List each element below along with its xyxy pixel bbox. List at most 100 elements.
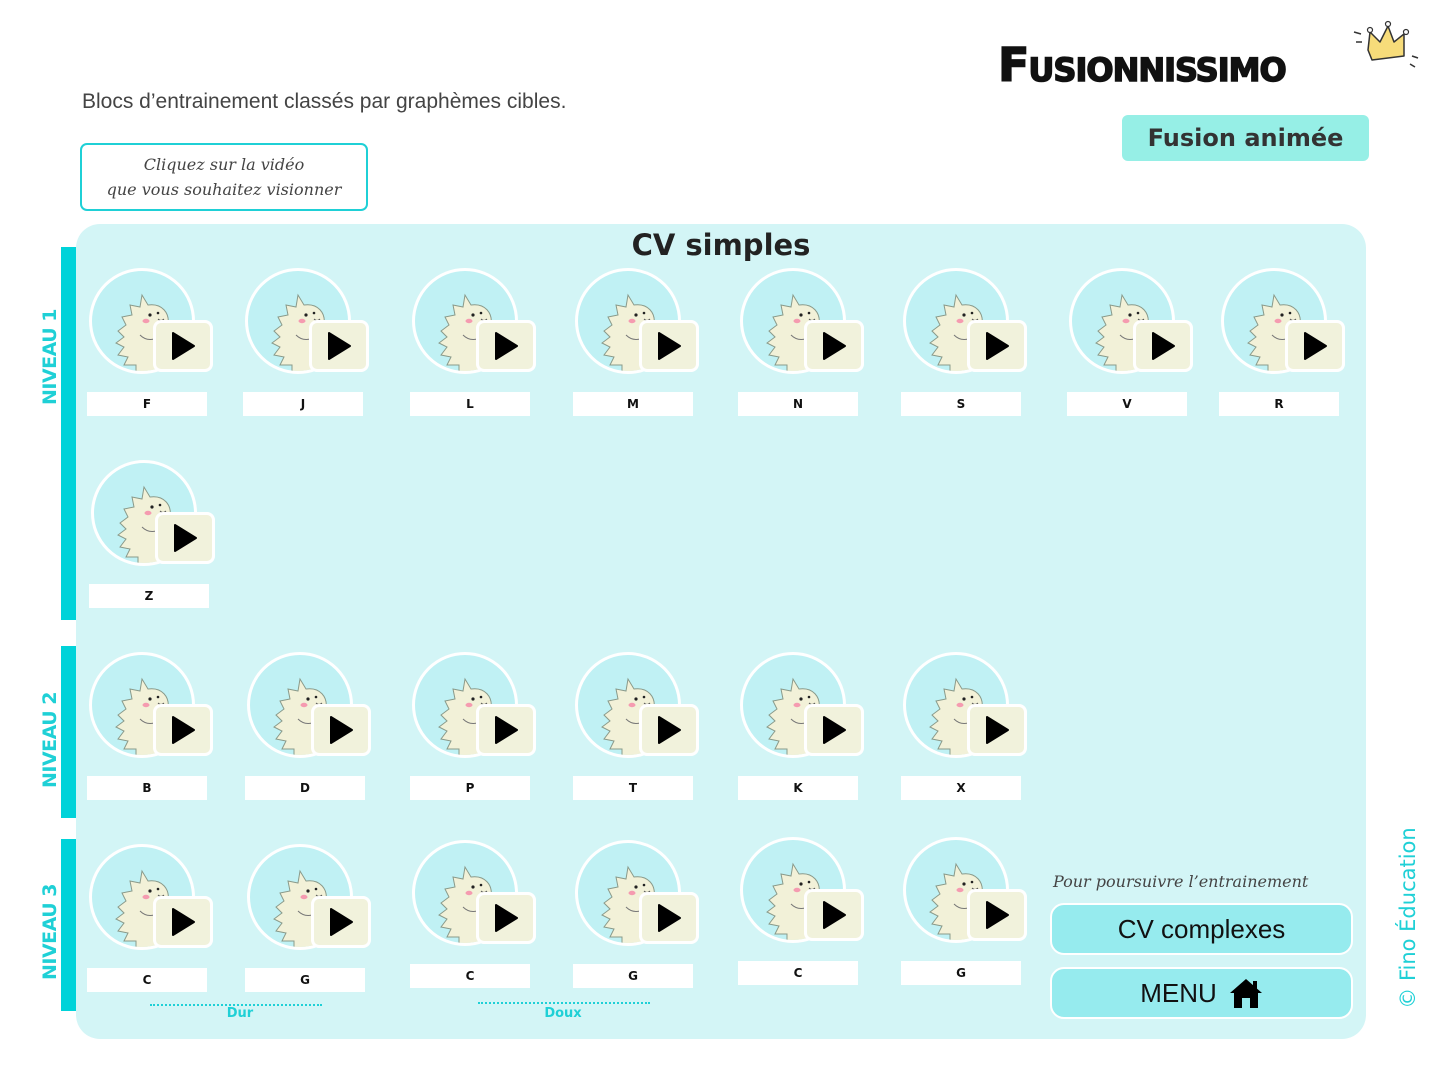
grapheme-label: Z — [89, 584, 209, 608]
play-icon — [823, 716, 846, 744]
cv-complexes-button[interactable]: CV complexes — [1050, 903, 1353, 955]
cv-complexes-label: CV complexes — [1117, 913, 1286, 944]
level-2-label: NIVEAU 2 — [39, 691, 61, 789]
play-button[interactable] — [967, 320, 1027, 372]
video-tile-level3-g[interactable]: G — [573, 840, 700, 990]
grapheme-label: M — [573, 392, 693, 416]
play-button[interactable] — [639, 892, 699, 944]
grapheme-label: T — [573, 776, 693, 800]
grapheme-label: F — [87, 392, 207, 416]
video-tile-level1-l[interactable]: L — [410, 268, 537, 418]
level-3-label: NIVEAU 3 — [39, 883, 61, 981]
play-button[interactable] — [311, 896, 371, 948]
hint-line-2: que vous souhaitez visionner — [106, 180, 342, 199]
play-icon — [986, 332, 1009, 360]
play-button[interactable] — [639, 320, 699, 372]
play-icon — [495, 332, 518, 360]
play-icon — [330, 908, 353, 936]
play-icon — [1152, 332, 1175, 360]
group-label-dur: Dur — [226, 1006, 254, 1021]
grapheme-label: V — [1067, 392, 1187, 416]
video-tile-level1-s[interactable]: S — [901, 268, 1028, 418]
video-tile-level1-f[interactable]: F — [87, 268, 214, 418]
play-button[interactable] — [476, 320, 536, 372]
copyright-text: © Fino Éducation — [1396, 827, 1420, 1009]
play-icon — [330, 716, 353, 744]
play-button[interactable] — [967, 704, 1027, 756]
play-icon — [172, 908, 195, 936]
play-button[interactable] — [153, 896, 213, 948]
play-button[interactable] — [476, 704, 536, 756]
grapheme-label: R — [1219, 392, 1339, 416]
play-button[interactable] — [155, 512, 215, 564]
video-tile-level2-k[interactable]: K — [738, 652, 865, 802]
play-button[interactable] — [804, 889, 864, 941]
group-line-dur — [150, 1004, 322, 1006]
grapheme-label: P — [410, 776, 530, 800]
video-tile-level2-p[interactable]: P — [410, 652, 537, 802]
video-tile-level3-c[interactable]: C — [738, 837, 865, 987]
video-tile-level2-d[interactable]: D — [245, 652, 372, 802]
menu-label: MENU — [1140, 977, 1217, 1008]
brand-logo: Fusionnissimo — [997, 37, 1287, 93]
grapheme-label: C — [738, 961, 858, 985]
group-line-doux — [478, 1002, 650, 1004]
continue-label: Pour poursuivre l’entrainement — [1053, 872, 1309, 891]
group-label-doux: Doux — [544, 1006, 582, 1021]
video-tile-level3-g[interactable]: G — [901, 837, 1028, 987]
video-tile-level1-j[interactable]: J — [243, 268, 370, 418]
intro-text: Blocs d’entrainement classés par graphèm… — [82, 90, 567, 113]
video-tile-level3-c[interactable]: C — [87, 844, 214, 994]
play-icon — [658, 716, 681, 744]
hint-line-1: Cliquez sur la vidéo — [143, 155, 305, 174]
play-icon — [495, 904, 518, 932]
play-icon — [1304, 332, 1327, 360]
play-button[interactable] — [804, 320, 864, 372]
grapheme-label: N — [738, 392, 858, 416]
grapheme-label: G — [573, 964, 693, 988]
play-icon — [172, 716, 195, 744]
play-icon — [986, 901, 1009, 929]
play-icon — [328, 332, 351, 360]
level-1-label: NIVEAU 1 — [39, 308, 61, 406]
play-button[interactable] — [967, 889, 1027, 941]
play-icon — [172, 332, 195, 360]
video-tile-level2-x[interactable]: X — [901, 652, 1028, 802]
video-tile-level2-b[interactable]: B — [87, 652, 214, 802]
play-icon — [823, 901, 846, 929]
grapheme-label: G — [901, 961, 1021, 985]
play-button[interactable] — [153, 704, 213, 756]
video-tile-level1-n[interactable]: N — [738, 268, 865, 418]
mode-button-fusion-animee[interactable]: Fusion animée — [1122, 115, 1369, 161]
play-button[interactable] — [1285, 320, 1345, 372]
grapheme-label: B — [87, 776, 207, 800]
video-tile-level3-c[interactable]: C — [410, 840, 537, 990]
grapheme-label: L — [410, 392, 530, 416]
play-button[interactable] — [639, 704, 699, 756]
home-icon — [1229, 979, 1262, 1008]
video-tile-level1-m[interactable]: M — [573, 268, 700, 418]
video-tile-level2-t[interactable]: T — [573, 652, 700, 802]
play-button[interactable] — [476, 892, 536, 944]
grapheme-label: C — [87, 968, 207, 992]
play-icon — [658, 332, 681, 360]
play-button[interactable] — [153, 320, 213, 372]
play-button[interactable] — [309, 320, 369, 372]
grapheme-label: X — [901, 776, 1021, 800]
crown-icon — [1353, 20, 1419, 68]
play-button[interactable] — [311, 704, 371, 756]
grapheme-label: J — [243, 392, 363, 416]
video-tile-level3-g[interactable]: G — [245, 844, 372, 994]
grapheme-label: S — [901, 392, 1021, 416]
video-tile-level1-v[interactable]: V — [1067, 268, 1194, 418]
grapheme-label: K — [738, 776, 858, 800]
grapheme-label: C — [410, 964, 530, 988]
play-button[interactable] — [804, 704, 864, 756]
video-tile-level1-r[interactable]: R — [1219, 268, 1346, 418]
video-tile-level1-z[interactable]: Z — [89, 460, 216, 610]
play-button[interactable] — [1133, 320, 1193, 372]
play-icon — [823, 332, 846, 360]
play-icon — [174, 524, 197, 552]
panel-title: CV simples — [631, 228, 811, 262]
menu-button[interactable]: MENU — [1050, 967, 1353, 1019]
